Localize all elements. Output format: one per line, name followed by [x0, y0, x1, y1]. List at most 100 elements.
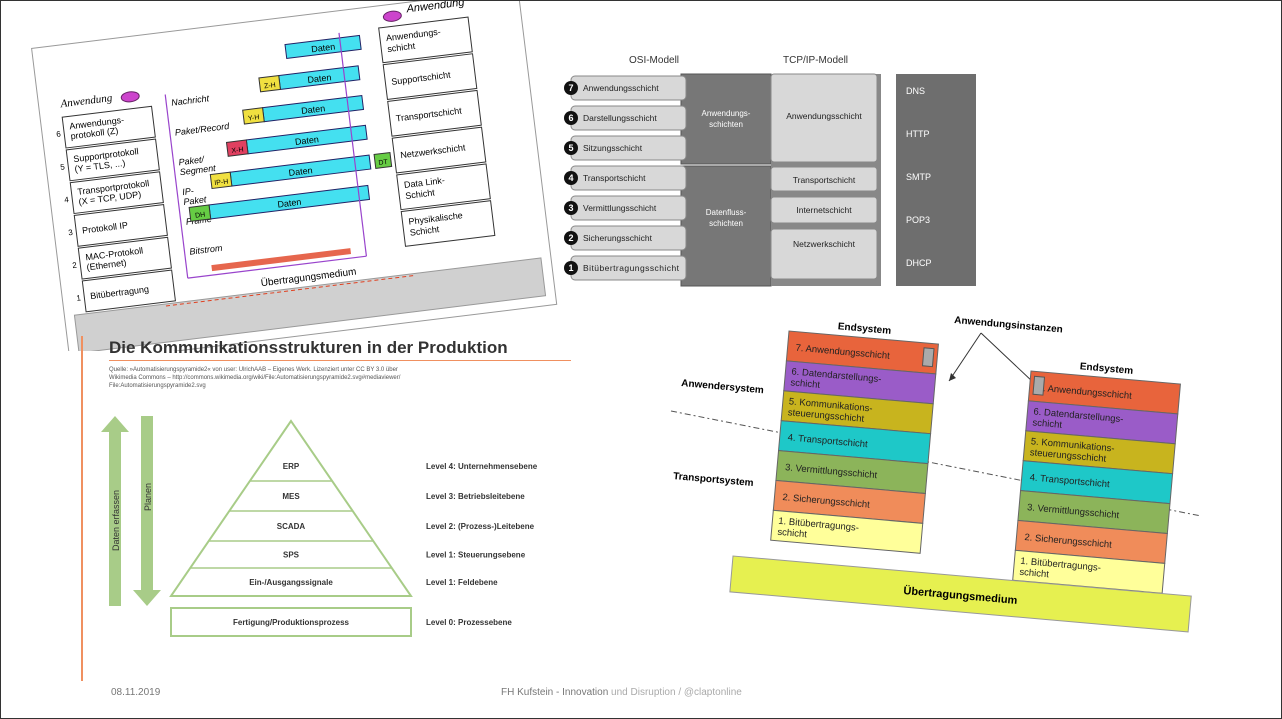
pyramid-level-label: Level 2: (Prozess-)Leitebene — [426, 522, 535, 531]
tl-header-label: IP-H — [214, 178, 229, 187]
tcp-layer-box — [770, 228, 878, 280]
medium-bar — [729, 555, 1192, 633]
osi-layer-label: Anwendungsschicht — [583, 83, 659, 93]
protocol-label: DNS — [906, 86, 925, 96]
tl-header-label: Z-H — [264, 82, 276, 90]
tl-header-box — [258, 74, 282, 93]
tl-header-label: Y-H — [248, 114, 260, 122]
osi-layer-label: Darstellungsschicht — [583, 113, 657, 123]
osi-layer-label: Vermittlungsschicht — [583, 203, 657, 213]
tl-left-layer-num: 6 — [56, 130, 62, 140]
tl-right-layer-label: Data Link-Schicht — [403, 175, 446, 201]
pyramid-level-label: Level 1: Steuerungsebene — [426, 551, 526, 560]
osi-layer-num: 6 — [568, 113, 573, 123]
osi-layer-label: Sitzungsschicht — [583, 143, 643, 153]
tl-left-layer-num: 1 — [76, 293, 82, 303]
pyramid-tier-name: SPS — [283, 551, 300, 560]
pyramid-base-box — [170, 607, 412, 637]
endsystem-layer-label: 1. Bitübertragungs-schicht — [777, 516, 859, 545]
endsystem-label: Endsystem — [837, 321, 891, 337]
osi-layer-num-circle — [564, 111, 578, 125]
osi-layer-num-circle — [564, 201, 578, 215]
tl-header-label: X-H — [231, 146, 244, 154]
pyramid-title: Die Kommunikationsstrukturen in der Prod… — [109, 338, 508, 357]
pyramid-tier-name: Fertigung/Produktionsprozess — [233, 618, 350, 627]
tl-right-app-icon — [382, 10, 402, 22]
pyramid-tier-name: ERP — [283, 462, 300, 471]
footer-center-faded: und Disruption / @claptonline — [608, 687, 742, 698]
tl-left-layer-num: 2 — [72, 261, 78, 271]
tl-right-layer — [378, 16, 473, 64]
osi-layer-num-circle — [564, 141, 578, 155]
endsystem-layer — [770, 509, 924, 554]
osi-group-lower: Datenfluss-schichten — [706, 208, 747, 228]
tl-header-label: DH — [195, 212, 206, 220]
osi-model-title: OSI-Modell — [629, 55, 679, 66]
osi-group-upper: Anwendungs-schichten — [702, 109, 751, 129]
osi-layer-num-circle — [564, 171, 578, 185]
tl-data-label: Daten — [294, 134, 319, 147]
osi-tcp-diagram: OSI-Modell TCP/IP-Modell Anwendungs-schi… — [564, 55, 976, 287]
tcp-model-title: TCP/IP-Modell — [783, 55, 848, 66]
tl-left-layer-num: 3 — [68, 228, 74, 238]
tl-right-layer — [396, 163, 491, 211]
tl-data-bar — [284, 34, 362, 59]
tl-mid-label: Paket/Segment — [178, 153, 217, 177]
tl-right-layer — [391, 126, 487, 174]
tl-mid-label: IP-Paket — [182, 184, 208, 207]
tl-left-layer — [65, 138, 160, 182]
arrow-down-plan — [133, 416, 161, 606]
osi-layer-num-circle — [564, 81, 578, 95]
pyramid-tier-name: SCADA — [277, 522, 306, 531]
tcp-layer-label: Internetschicht — [796, 205, 852, 215]
tl-data-label: Daten — [288, 165, 313, 178]
arrow-up-data — [101, 416, 129, 606]
osi-layer-num: 2 — [568, 233, 573, 243]
pyramid-level-label: Level 1: Feldebene — [426, 578, 498, 587]
tcp-layer-box — [770, 196, 878, 224]
protocol-label: DHCP — [906, 258, 932, 268]
pyramid-shape — [169, 419, 413, 597]
tl-mid-label: Nachricht — [171, 93, 210, 108]
tl-left-layer — [81, 269, 176, 313]
tl-left-app-icon — [120, 91, 140, 103]
tl-right-layer — [400, 200, 496, 247]
endsystem-layer-label: 1. Bitübertragungs-schicht — [1019, 556, 1101, 585]
pyramid-source: Quelle: »Automatisierungspyramide2« von … — [109, 367, 401, 389]
osi-layer-num: 1 — [568, 263, 573, 273]
osi-layer-label: Transportschicht — [583, 173, 646, 183]
osi-layer-num: 7 — [568, 83, 573, 93]
tl-left-layer — [69, 171, 164, 215]
osi-layer-num: 4 — [568, 173, 573, 183]
osi-layer-num-circle — [564, 261, 578, 275]
tl-header-box — [188, 204, 212, 222]
pyramid-tier-name: Ein-/Ausgangssignale — [249, 578, 333, 587]
tl-data-label: Daten — [301, 103, 326, 116]
tl-header-box — [225, 139, 249, 157]
tl-data-label: Daten — [307, 72, 332, 85]
endsystem-layer-label: 5. Kommunikations-steuerungsschicht — [1029, 436, 1115, 465]
tcp-layer-label: Netzwerkschicht — [793, 239, 856, 249]
arrow-down-label: Planen — [143, 483, 153, 511]
tl-right-layer — [387, 89, 482, 137]
instances-label: Anwendungsinstanzen — [954, 315, 1063, 335]
tcp-layer-box — [770, 73, 878, 163]
pyramid-level-label: Level 3: Betriebsleitebene — [426, 492, 525, 501]
endsystem-diagram: Anwendungsinstanzen Anwendersystem Trans… — [670, 315, 1202, 633]
tl-left-layer-num: 5 — [60, 162, 66, 172]
tl-left-layer — [61, 105, 156, 149]
tl-header-box — [242, 107, 265, 125]
tl-left-layer-num: 4 — [64, 195, 70, 205]
tcp-layer-label: Transportschicht — [793, 175, 856, 185]
app-instance-marker — [1032, 375, 1046, 396]
tl-mid-label: Bitstrom — [189, 243, 223, 257]
osi-layer-num: 5 — [568, 143, 573, 153]
protocol-label: POP3 — [906, 215, 930, 225]
endsystem-layer-label: 5. Kommunikations-steuerungsschicht — [787, 396, 873, 425]
tl-data-label: Daten — [277, 197, 302, 210]
footer-date: 08.11.2019 — [111, 687, 161, 698]
osi-layer-num: 3 — [568, 203, 573, 213]
endsystem-label: Endsystem — [1079, 361, 1133, 377]
